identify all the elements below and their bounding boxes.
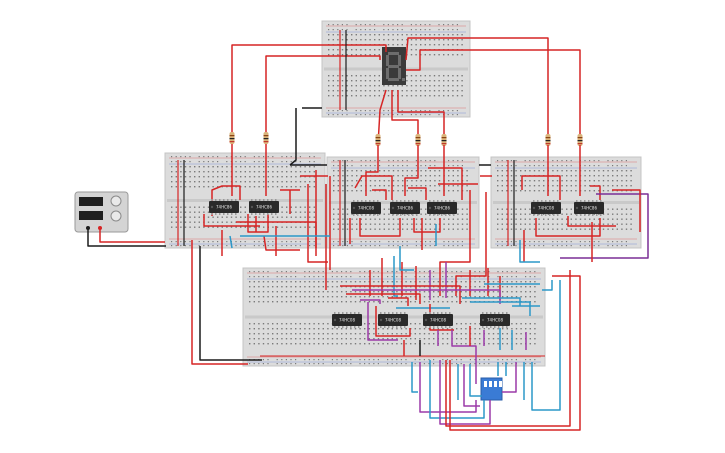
wire — [391, 90, 419, 145]
wire — [388, 297, 409, 306]
wire — [289, 108, 297, 166]
wire — [87, 228, 166, 247]
dip-switch-toggle-4[interactable] — [499, 381, 502, 387]
power-supply-display-top — [79, 197, 103, 206]
seven-segment-glyph — [386, 52, 405, 81]
wire — [397, 90, 445, 145]
wire — [359, 218, 401, 237]
wire — [469, 364, 482, 397]
ic-chip[interactable] — [531, 200, 561, 216]
wire — [360, 299, 381, 304]
wire — [405, 37, 549, 145]
wire — [263, 235, 300, 251]
resistor — [263, 132, 269, 144]
wire — [229, 235, 233, 249]
wire — [535, 218, 601, 237]
resistor — [577, 134, 583, 146]
breadboard-holes — [328, 24, 463, 116]
wire — [428, 167, 463, 200]
ic-chip[interactable] — [423, 312, 453, 328]
wire — [346, 293, 421, 304]
wire — [231, 44, 387, 145]
resistor — [441, 134, 447, 146]
wire — [470, 301, 531, 316]
ic-chip[interactable] — [249, 199, 279, 215]
wire — [365, 145, 379, 196]
wire — [211, 185, 241, 216]
wire — [542, 280, 553, 291]
wires — [87, 30, 649, 431]
wire — [439, 360, 491, 425]
wire — [451, 330, 477, 384]
ic-chip[interactable] — [427, 200, 457, 216]
ic-chip[interactable] — [574, 200, 604, 216]
wire — [411, 362, 418, 393]
wire — [502, 362, 517, 393]
wire — [406, 49, 581, 145]
wire — [367, 302, 398, 341]
resistor — [375, 134, 381, 146]
wire — [372, 189, 387, 200]
power-supply-display-bottom — [79, 211, 103, 220]
wire — [521, 175, 561, 200]
power-supply-knob-top[interactable] — [110, 195, 122, 207]
ic-chips — [209, 199, 604, 328]
ic-chip[interactable] — [351, 200, 381, 216]
wire — [191, 240, 248, 365]
resistor — [415, 134, 421, 146]
wire — [393, 256, 398, 297]
wire — [462, 297, 521, 306]
breadboard-holes — [333, 160, 468, 247]
breadboards — [164, 20, 642, 367]
ic-chip[interactable] — [480, 312, 510, 328]
wire — [612, 189, 641, 232]
wire — [99, 228, 165, 243]
wire — [439, 190, 471, 296]
seven-segment-display — [382, 47, 406, 85]
breadboard-right — [490, 156, 642, 249]
ic-chip[interactable] — [390, 200, 420, 216]
wire — [419, 362, 477, 413]
wire — [590, 185, 601, 200]
breadboard-left — [164, 152, 326, 249]
wire — [377, 89, 387, 146]
ic-chip[interactable] — [378, 312, 408, 328]
wire — [531, 280, 561, 411]
resistor — [229, 132, 235, 144]
power-supply[interactable] — [74, 191, 129, 233]
dip-switch-toggle-3[interactable] — [494, 381, 497, 387]
wire — [567, 216, 616, 227]
wire — [408, 187, 427, 200]
wire — [352, 289, 501, 304]
wire — [203, 214, 260, 227]
wire — [404, 145, 419, 196]
wire — [307, 184, 328, 263]
wire — [463, 364, 480, 407]
wire — [375, 306, 411, 337]
dip-switch[interactable] — [480, 377, 503, 401]
wire — [199, 246, 262, 361]
components — [74, 47, 503, 401]
dip-switch-toggle-1[interactable] — [484, 381, 487, 387]
resistor — [545, 134, 551, 146]
wire — [445, 270, 571, 427]
ic-chip[interactable] — [332, 312, 362, 328]
wire — [560, 193, 649, 259]
power-supply-knob-bottom[interactable] — [110, 210, 122, 222]
ic-chip[interactable] — [209, 199, 239, 215]
wire — [399, 246, 414, 271]
wire — [340, 285, 461, 304]
wire — [247, 214, 269, 233]
wire — [519, 240, 540, 263]
wire — [354, 175, 393, 200]
wire — [265, 55, 381, 145]
wire — [413, 218, 441, 233]
dip-switch-toggle-2[interactable] — [489, 381, 492, 387]
wire — [429, 360, 485, 419]
